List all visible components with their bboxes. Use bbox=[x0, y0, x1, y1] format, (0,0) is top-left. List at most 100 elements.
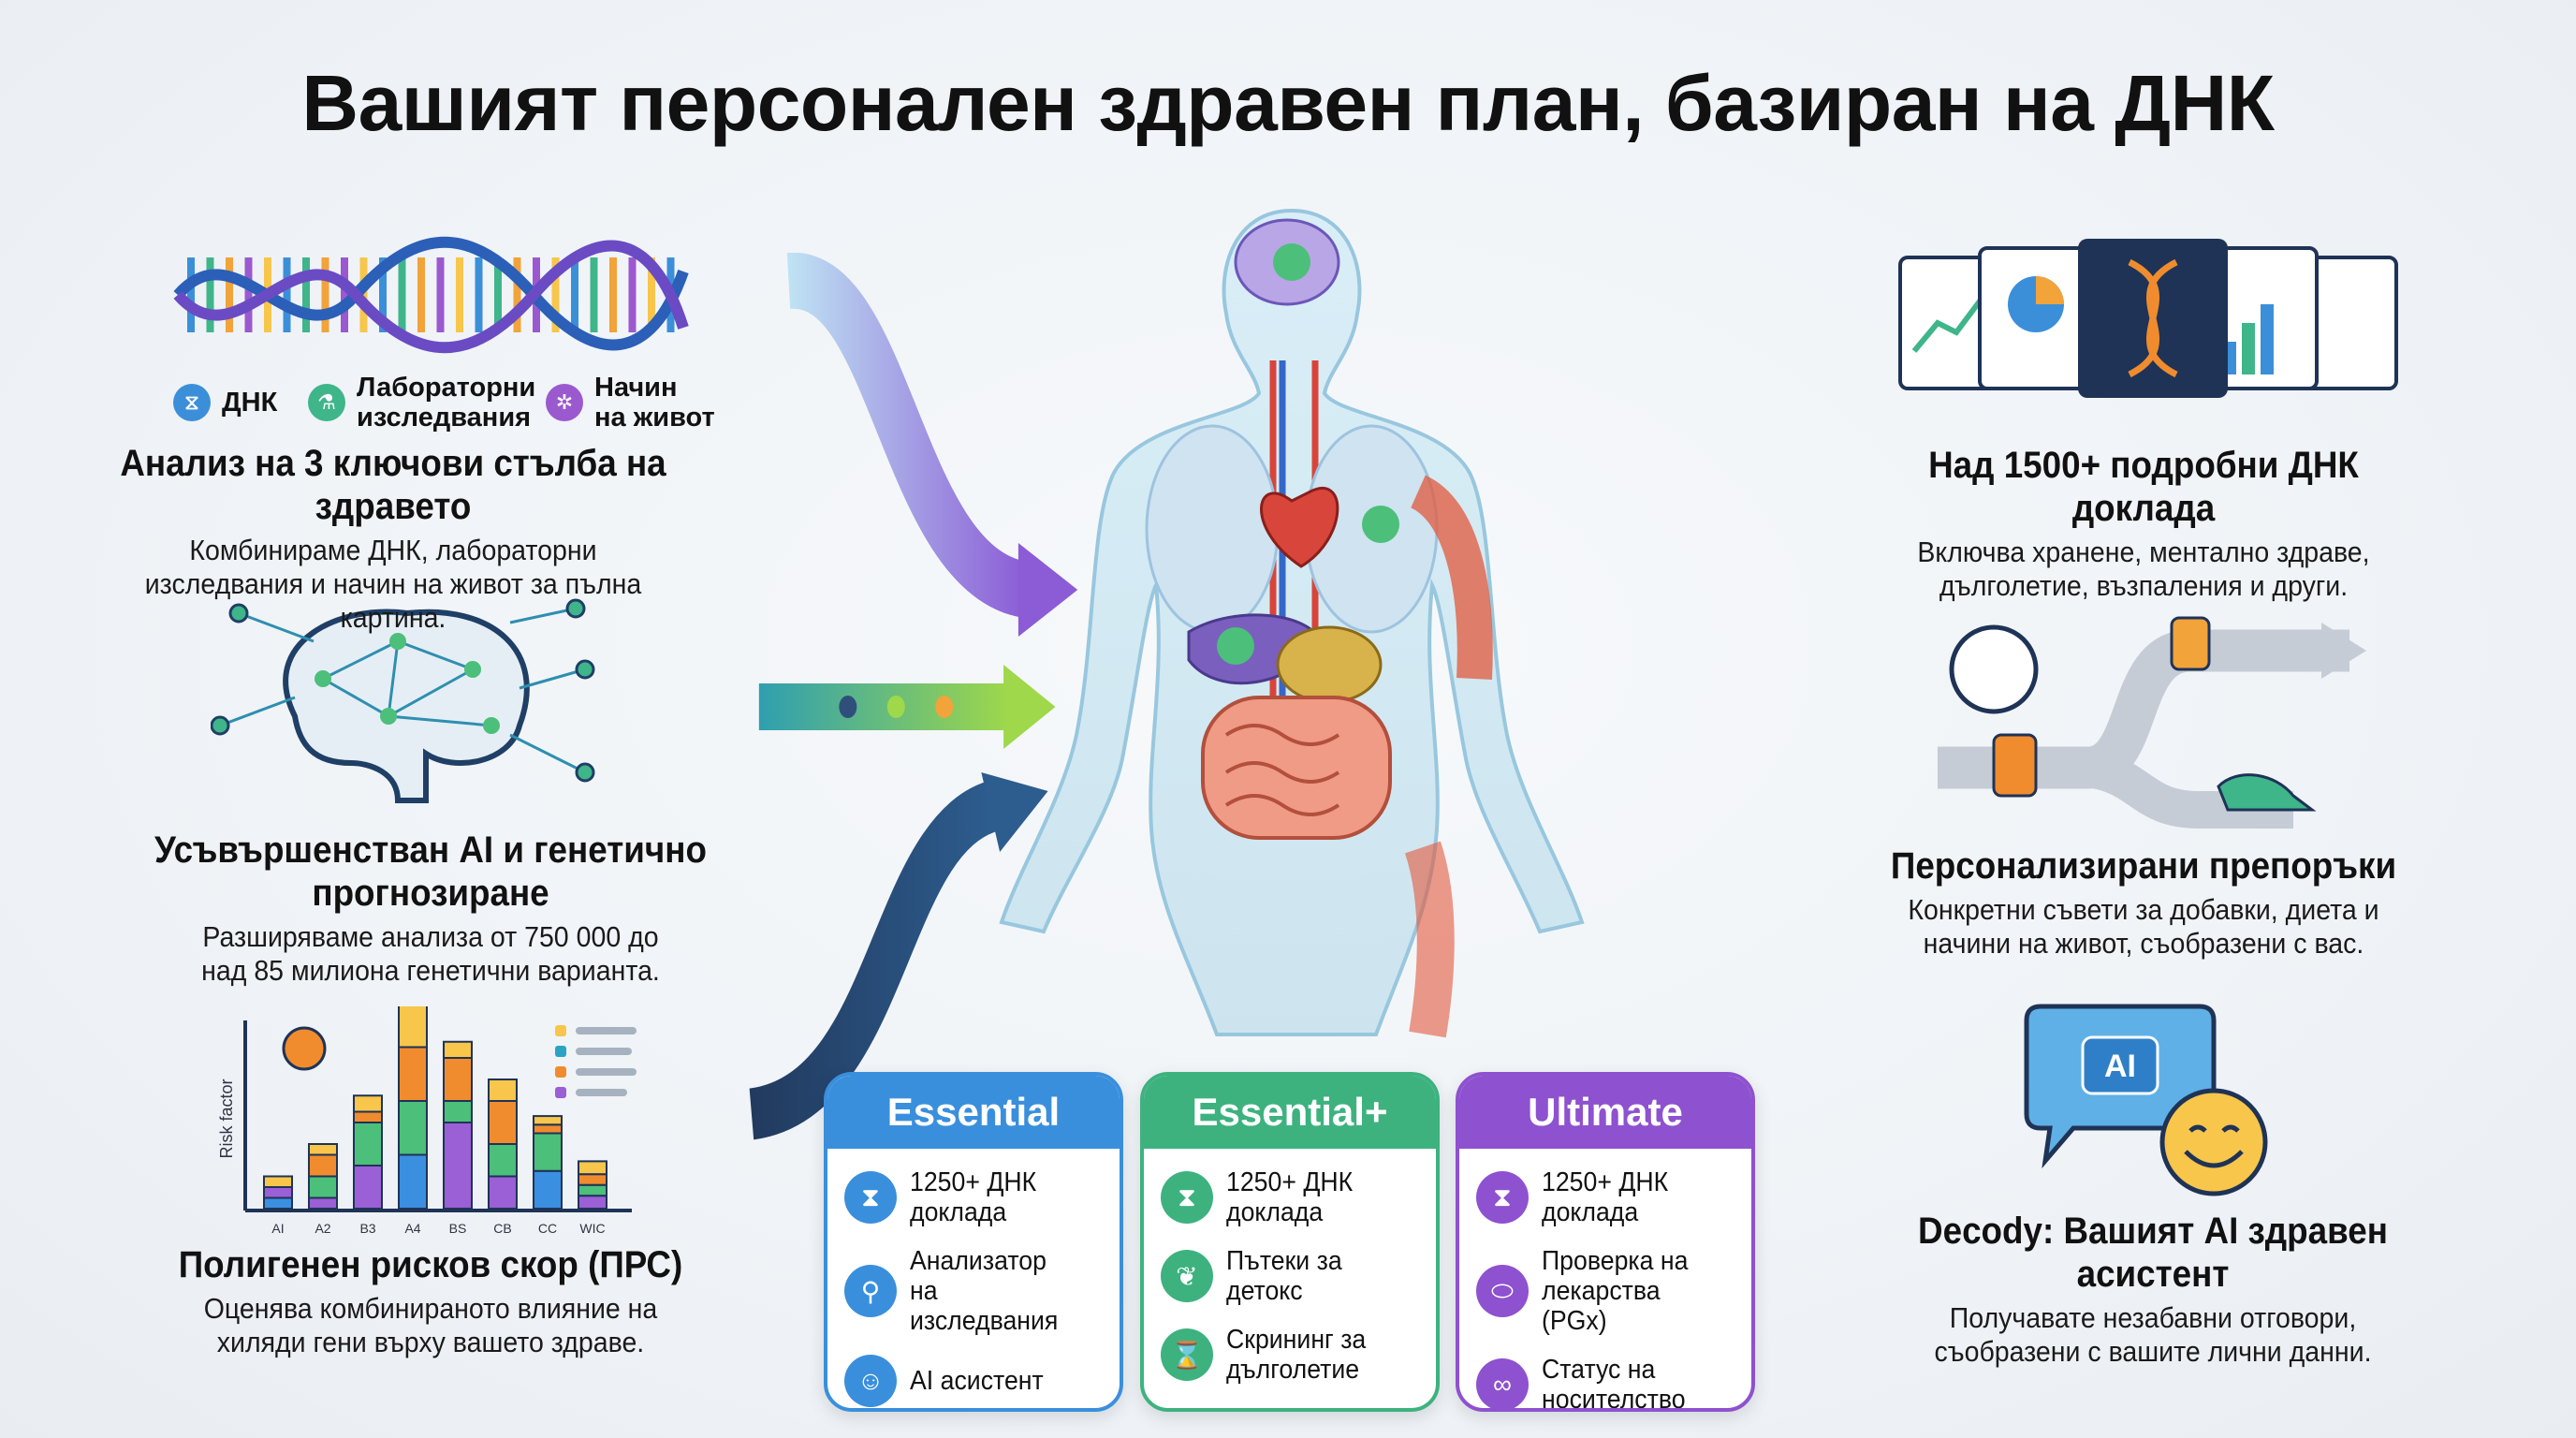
arrow-prs-to-body bbox=[748, 780, 1002, 1140]
bar-segment bbox=[398, 1100, 428, 1156]
bar-segment bbox=[308, 1196, 338, 1210]
hourglass-icon: ⌛ bbox=[1161, 1328, 1213, 1381]
sprout-icon: ❦ bbox=[1161, 1250, 1213, 1302]
helix-rung bbox=[359, 257, 368, 332]
recommendations-text: Конкретни съвети за добавки, диета и нач… bbox=[1908, 893, 2379, 960]
bar-segment bbox=[353, 1110, 383, 1123]
dna-reports-illustration bbox=[1898, 239, 2398, 398]
supplement-bottle-icon bbox=[2170, 616, 2211, 671]
helix-rung bbox=[302, 257, 310, 332]
mini-legend bbox=[555, 1025, 637, 1098]
bar-segment bbox=[398, 1006, 428, 1049]
x-tick-label: CB bbox=[493, 1221, 511, 1236]
helix-rung bbox=[341, 257, 348, 332]
helix-rung bbox=[283, 257, 291, 332]
ai-brain-illustration bbox=[211, 598, 595, 803]
plan-name: Essential+ bbox=[1144, 1076, 1436, 1149]
prs-section: Полигенен рисков скор (ПРС) Оценява комб… bbox=[112, 1243, 749, 1359]
reports-section: Над 1500+ подробни ДНК доклада Включва х… bbox=[1835, 444, 2452, 603]
plan-feature: ⧗1250+ ДНК доклада bbox=[1476, 1167, 1751, 1227]
bar-segment bbox=[443, 1122, 473, 1210]
flow-arrows bbox=[748, 253, 1078, 1140]
x-tick-label: WIC bbox=[579, 1221, 605, 1236]
plan-feature-label: AI асистент bbox=[910, 1366, 1044, 1396]
bar-segment bbox=[398, 1153, 428, 1210]
plan-feature-label: Проверка на лекарства (PGx) bbox=[1542, 1246, 1689, 1336]
helix-rung bbox=[244, 257, 253, 332]
recommendations-heading: Персонализирани препоръки bbox=[1890, 845, 2397, 887]
pillars-text: Комбинираме ДНК, лабораторни изследвания… bbox=[144, 534, 642, 634]
legend-item-lifestyle: ✲Начин на живот bbox=[546, 373, 716, 433]
pillars-legend: ⧖ДНК ⚗Лабораторни изследвания ✲Начин на … bbox=[173, 373, 716, 433]
plan-feature-label: Статус на носителство bbox=[1542, 1355, 1686, 1412]
helix-rung bbox=[379, 257, 387, 332]
x-tick-label: B3 bbox=[359, 1221, 375, 1236]
bar-segment bbox=[578, 1183, 607, 1197]
plan-feature: ⌛Скрининг за дълголетие bbox=[1161, 1325, 1436, 1385]
helix-rung bbox=[417, 257, 425, 332]
plan-feature-label: Анализатор на изследвания bbox=[910, 1246, 1059, 1336]
dna-helix-illustration bbox=[173, 236, 689, 354]
plan-card-essential[interactable]: Essential⧗1250+ ДНК доклада⚲Анализатор н… bbox=[824, 1072, 1123, 1412]
helix-rung bbox=[513, 257, 521, 332]
helix-rung bbox=[187, 257, 195, 332]
leg-muscle bbox=[1404, 841, 1455, 1038]
bar-segment bbox=[533, 1169, 563, 1210]
plan-feature-label: 1250+ ДНК доклада bbox=[910, 1167, 1037, 1227]
pillars-heading: Анализ на 3 ключови стълба на здравето bbox=[120, 443, 666, 527]
plate-icon bbox=[1949, 624, 2039, 714]
robot-icon: ☺ bbox=[844, 1355, 897, 1407]
medicine-bottle-icon bbox=[1992, 733, 2038, 798]
ai-section: Усъвършенстван AI и генетично прогнозира… bbox=[112, 829, 749, 988]
link-icon: ∞ bbox=[1476, 1358, 1529, 1408]
heart-check-icon bbox=[1362, 506, 1399, 543]
prs-text: Оценява комбинираното влияние на хиляди … bbox=[203, 1292, 658, 1358]
bar-segment bbox=[533, 1123, 563, 1135]
helix-rung bbox=[475, 257, 483, 332]
helix-rung bbox=[551, 257, 560, 332]
dna-icon: ⧗ bbox=[1476, 1171, 1529, 1224]
recommendations-section: Персонализирани препоръки Конкретни съве… bbox=[1835, 844, 2452, 961]
bar-segment bbox=[263, 1175, 293, 1188]
plan-card-ultimate[interactable]: Ultimate⧗1250+ ДНК доклада⬭Проверка на л… bbox=[1456, 1072, 1755, 1412]
pillars-section: Анализ на 3 ключови стълба на здравето К… bbox=[56, 442, 730, 635]
bar-segment bbox=[488, 1078, 518, 1102]
bar-segment bbox=[308, 1175, 338, 1199]
bar-segment bbox=[578, 1195, 607, 1210]
assistant-heading: Decody: Вашият AI здравен асистент bbox=[1918, 1211, 2388, 1295]
liver-check-icon bbox=[1217, 627, 1254, 665]
arm-muscle bbox=[1410, 475, 1493, 680]
heart-organ bbox=[1260, 487, 1339, 568]
page-title: Вашият персонален здравен план, базиран … bbox=[301, 59, 2275, 147]
plan-card-essential-plus[interactable]: Essential+⧗1250+ ДНК доклада❦Пътеки за д… bbox=[1140, 1072, 1440, 1412]
legend-item-dna: ⧖ДНК bbox=[173, 384, 287, 421]
plan-feature-label: Скрининг за дълголетие bbox=[1226, 1325, 1367, 1385]
bar-segment bbox=[443, 1040, 473, 1059]
helix-rung bbox=[628, 257, 637, 332]
plan-feature: ☺ AI асистент bbox=[844, 1355, 1120, 1407]
plan-feature: ⧗1250+ ДНК доклада bbox=[844, 1167, 1120, 1227]
assistant-section: Decody: Вашият AI здравен асистент Получ… bbox=[1872, 1210, 2434, 1369]
bar-segment bbox=[443, 1057, 473, 1102]
prs-heading: Полигенен рисков скор (ПРС) bbox=[178, 1244, 683, 1285]
helix-rung bbox=[226, 257, 233, 332]
bar-segment bbox=[578, 1160, 607, 1176]
bar-segment bbox=[398, 1046, 428, 1102]
ai-badge: AI bbox=[2104, 1049, 2136, 1084]
pill-icon: ⬭ bbox=[1476, 1265, 1529, 1317]
plan-feature: ∞ Статус на носителство bbox=[1476, 1355, 1751, 1412]
plan-feature: ❦Пътеки за детокс bbox=[1161, 1246, 1436, 1306]
x-tick-label: CC bbox=[538, 1221, 557, 1236]
flask-icon bbox=[282, 1026, 327, 1071]
reports-heading: Над 1500+ подробни ДНК доклада bbox=[1928, 445, 2359, 529]
y-axis-label: Risk factor bbox=[217, 1078, 236, 1158]
bar-segment bbox=[533, 1115, 563, 1126]
check-icon bbox=[1273, 243, 1310, 281]
dna-icon: ⧗ bbox=[844, 1171, 897, 1224]
legend-item-labs: ⚗Лабораторни изследвания bbox=[308, 373, 535, 433]
reports-text: Включва хранене, ментално здраве, дългол… bbox=[1917, 536, 2370, 602]
arrow-dna-to-body bbox=[786, 253, 1031, 618]
x-tick-label: A4 bbox=[404, 1221, 420, 1236]
stomach-organ bbox=[1276, 625, 1383, 704]
helix-rung bbox=[321, 257, 329, 332]
